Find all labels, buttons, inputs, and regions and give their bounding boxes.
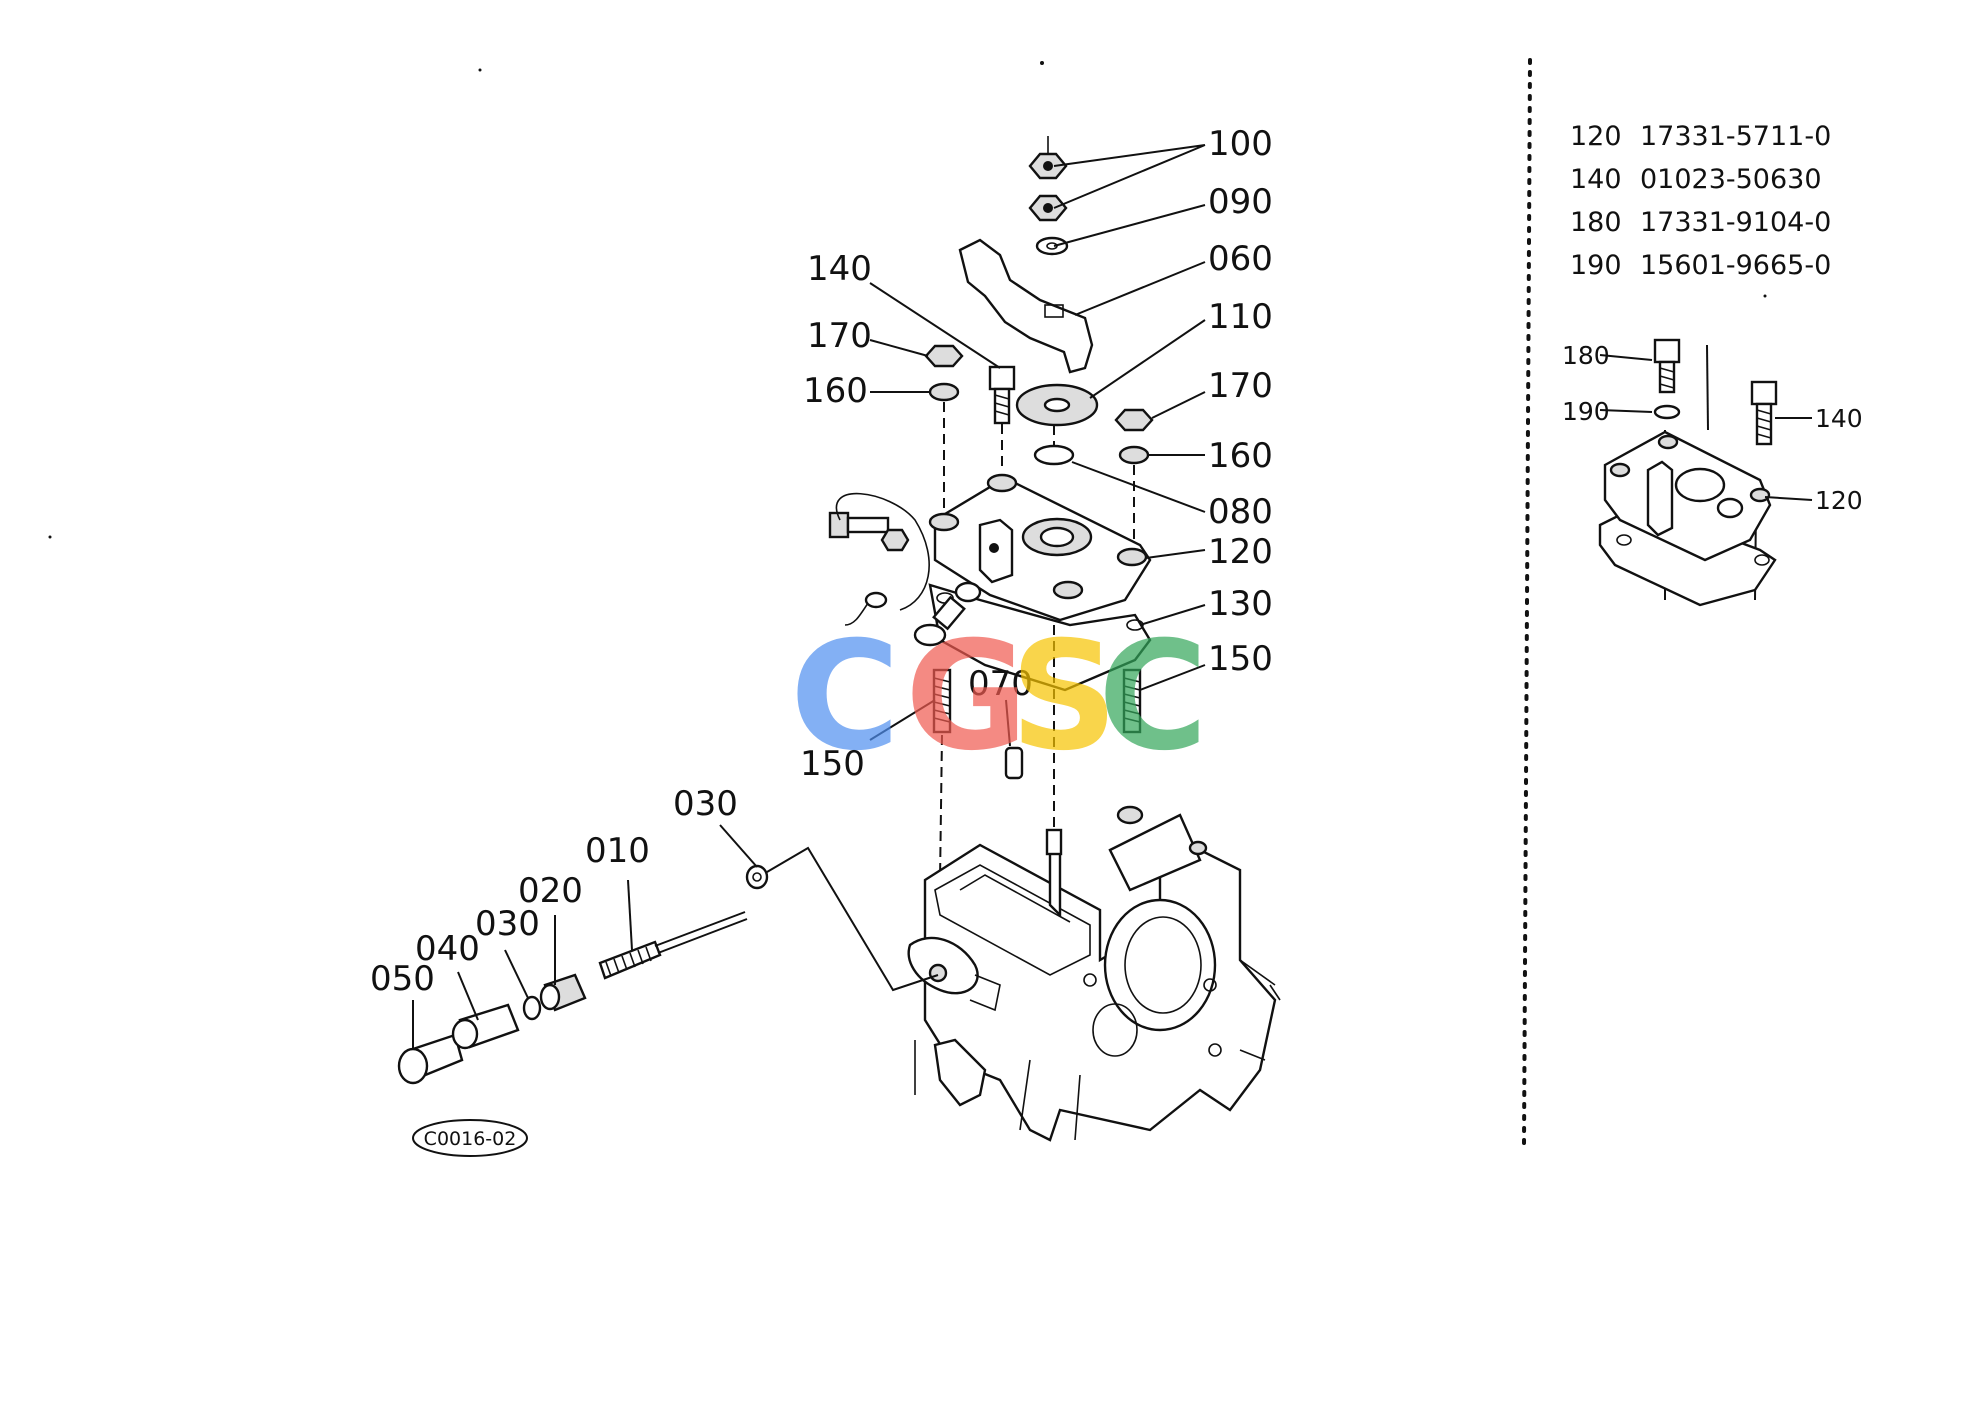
nut-100-lower: [1028, 194, 1068, 222]
callout-030-upper: 030: [673, 784, 738, 824]
parts-table-partno-2: 01023-50630: [1640, 164, 1822, 195]
callout-150-left: 150: [800, 744, 865, 784]
callout-110: 110: [1208, 297, 1273, 337]
watermark-letter-3: S: [1010, 610, 1118, 784]
nut-170-left: [924, 344, 964, 368]
callout-020: 020: [518, 871, 583, 911]
parts-table-partno-4: 15601-9665-0: [1640, 250, 1831, 281]
callout-170-right: 170: [1208, 366, 1273, 406]
parts-table-ref-1: 120: [1570, 121, 1622, 152]
washer-160-right: [1118, 445, 1150, 465]
callout-080: 080: [1208, 492, 1273, 532]
callout-160-right: 160: [1208, 436, 1273, 476]
o-ring-080: [1033, 444, 1075, 466]
parts-table-partno-3: 17331-9104-0: [1640, 207, 1831, 238]
callout-labels-main: 100 090 060 110 140 170 160 170 160 080 …: [370, 124, 1273, 999]
washer-030-upper: [745, 864, 769, 890]
adjusting-bolt-assembly: [828, 492, 982, 647]
callout-070: 070: [968, 664, 1033, 704]
inset-callout-140: 140: [1815, 404, 1863, 433]
divider-line: [1522, 58, 1532, 1147]
parts-table: 120 17331-5711-0 140 01023-50630 180 173…: [1570, 121, 1831, 281]
parts-table-ref-3: 180: [1570, 207, 1622, 238]
washer-030-lower: [522, 995, 542, 1021]
parts-table-partno-1: 17331-5711-0: [1640, 121, 1831, 152]
callout-120: 120: [1208, 532, 1273, 572]
gasket-130: [928, 583, 1152, 692]
callout-170-left: 170: [807, 316, 872, 356]
callout-030-lower: 030: [475, 904, 540, 944]
leader-lines: [412, 144, 1206, 1048]
inset-callout-180: 180: [1562, 341, 1610, 370]
inset-callout-120: 120: [1815, 486, 1863, 515]
spring-010: [598, 940, 662, 980]
nut-100-upper: [1028, 152, 1068, 180]
watermark-letter-2: G: [905, 610, 1028, 784]
inset-cover-assembly: 180 190 140 120: [1562, 338, 1863, 607]
inset-callout-190: 190: [1562, 397, 1610, 426]
key-070: [1004, 746, 1024, 780]
cap-050: [397, 1047, 429, 1085]
engine-block: [907, 805, 1281, 1142]
bolt-140: [988, 365, 1016, 425]
washer-090: [1035, 236, 1069, 256]
callout-040: 040: [415, 929, 480, 969]
washer-160-left: [928, 382, 960, 402]
speed-control-lever-060: [958, 238, 1094, 374]
parts-table-ref-2: 140: [1570, 164, 1622, 195]
callout-010: 010: [585, 831, 650, 871]
callout-160-left: 160: [803, 371, 868, 411]
watermark-letter-1: C: [790, 610, 900, 784]
callout-060: 060: [1208, 239, 1273, 279]
nut-170-right: [1114, 408, 1154, 432]
callout-150-right: 150: [1208, 639, 1273, 679]
watermark-letter-4: C: [1098, 610, 1208, 784]
callout-100: 100: [1208, 124, 1273, 164]
callout-140: 140: [807, 249, 872, 289]
stud-150-right: [1122, 668, 1142, 734]
callout-090: 090: [1208, 182, 1273, 222]
callout-050: 050: [370, 959, 435, 999]
figure-code: C0016-02: [424, 1128, 517, 1150]
parts-table-ref-4: 190: [1570, 250, 1622, 281]
cgsc-watermark-logo: C G S C: [790, 610, 1208, 784]
callout-130: 130: [1208, 584, 1273, 624]
figure-code-badge: C0016-02: [412, 1119, 528, 1157]
